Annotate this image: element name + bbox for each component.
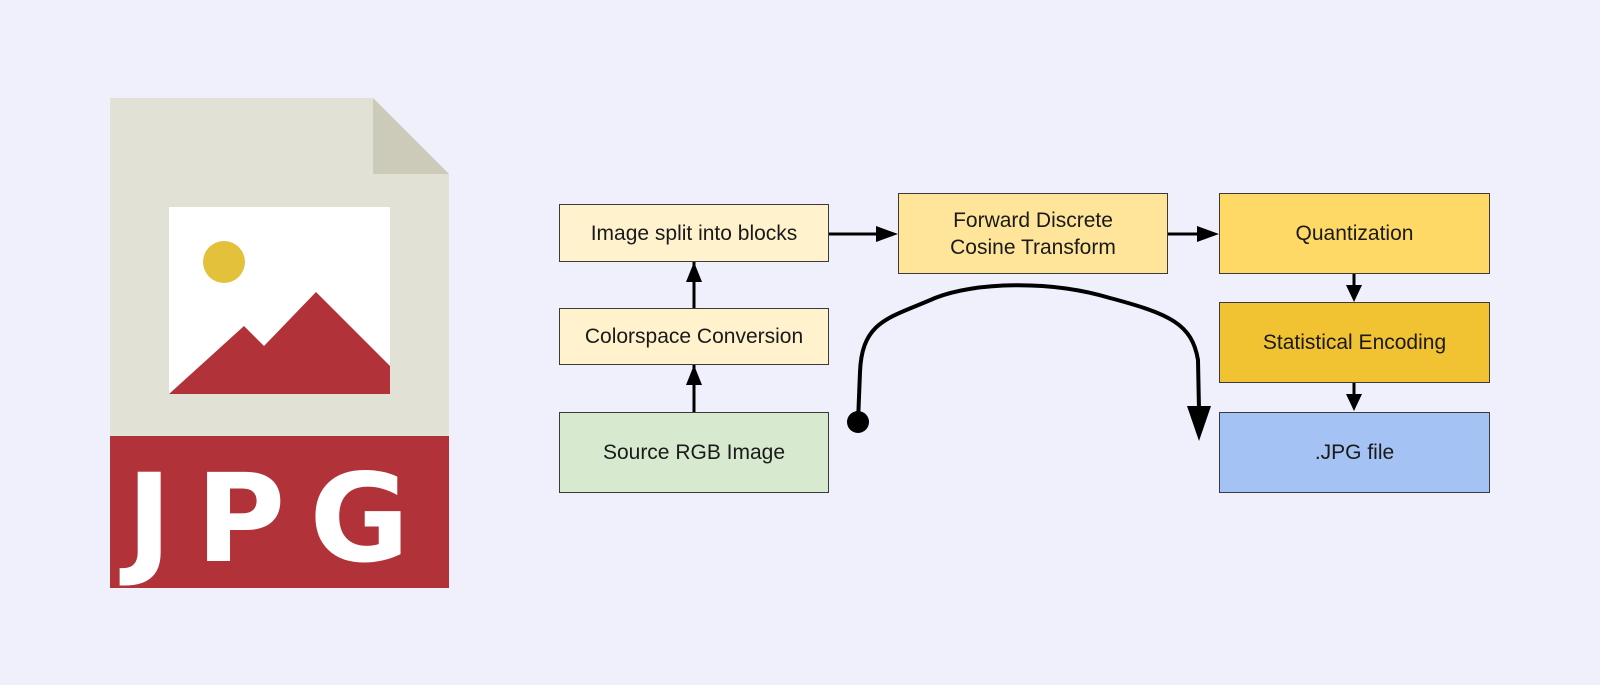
node-label: .JPG file bbox=[1314, 441, 1395, 464]
arrowhead-quant-to-stat bbox=[1346, 285, 1362, 302]
node-jpg-file: .JPG file bbox=[1219, 412, 1490, 493]
mountains-icon bbox=[169, 292, 390, 394]
node-label-line-1: Forward Discrete bbox=[953, 208, 1113, 232]
arrowhead-stat-to-jpg bbox=[1346, 394, 1362, 411]
node-quantization: Quantization bbox=[1219, 193, 1490, 274]
file-fold-icon bbox=[373, 98, 449, 174]
node-statistical-encoding: Statistical Encoding bbox=[1219, 302, 1490, 383]
file-label-band bbox=[110, 436, 449, 588]
sun-icon bbox=[203, 241, 245, 283]
node-label: Image split into blocks bbox=[590, 221, 798, 245]
arrowhead-source-to-colorspace bbox=[686, 365, 702, 385]
node-label-line-2: Cosine Transform bbox=[950, 235, 1116, 259]
file-type-label: JPG bbox=[120, 448, 434, 590]
node-source-rgb-image: Source RGB Image bbox=[559, 412, 829, 493]
arrowhead-curved-to-jpg bbox=[1187, 406, 1211, 441]
node-colorspace-conversion: Colorspace Conversion bbox=[559, 308, 829, 365]
node-label: Colorspace Conversion bbox=[584, 325, 804, 348]
node-label: Source RGB Image bbox=[602, 441, 786, 464]
image-icon bbox=[169, 207, 390, 394]
node-label: Quantization bbox=[1295, 222, 1414, 245]
node-forward-dct: Forward Discrete Cosine Transform bbox=[898, 193, 1168, 274]
arrowhead-split-to-fdct bbox=[876, 226, 898, 242]
curved-connector bbox=[856, 283, 1201, 423]
connector-start-dot bbox=[847, 411, 869, 433]
jpg-file-icon: JPG bbox=[110, 98, 449, 590]
arrowhead-fdct-to-quant bbox=[1197, 226, 1219, 242]
arrowhead-colorspace-to-split bbox=[686, 262, 702, 282]
node-image-split-into-blocks: Image split into blocks bbox=[559, 204, 829, 262]
node-label: Statistical Encoding bbox=[1262, 331, 1447, 354]
